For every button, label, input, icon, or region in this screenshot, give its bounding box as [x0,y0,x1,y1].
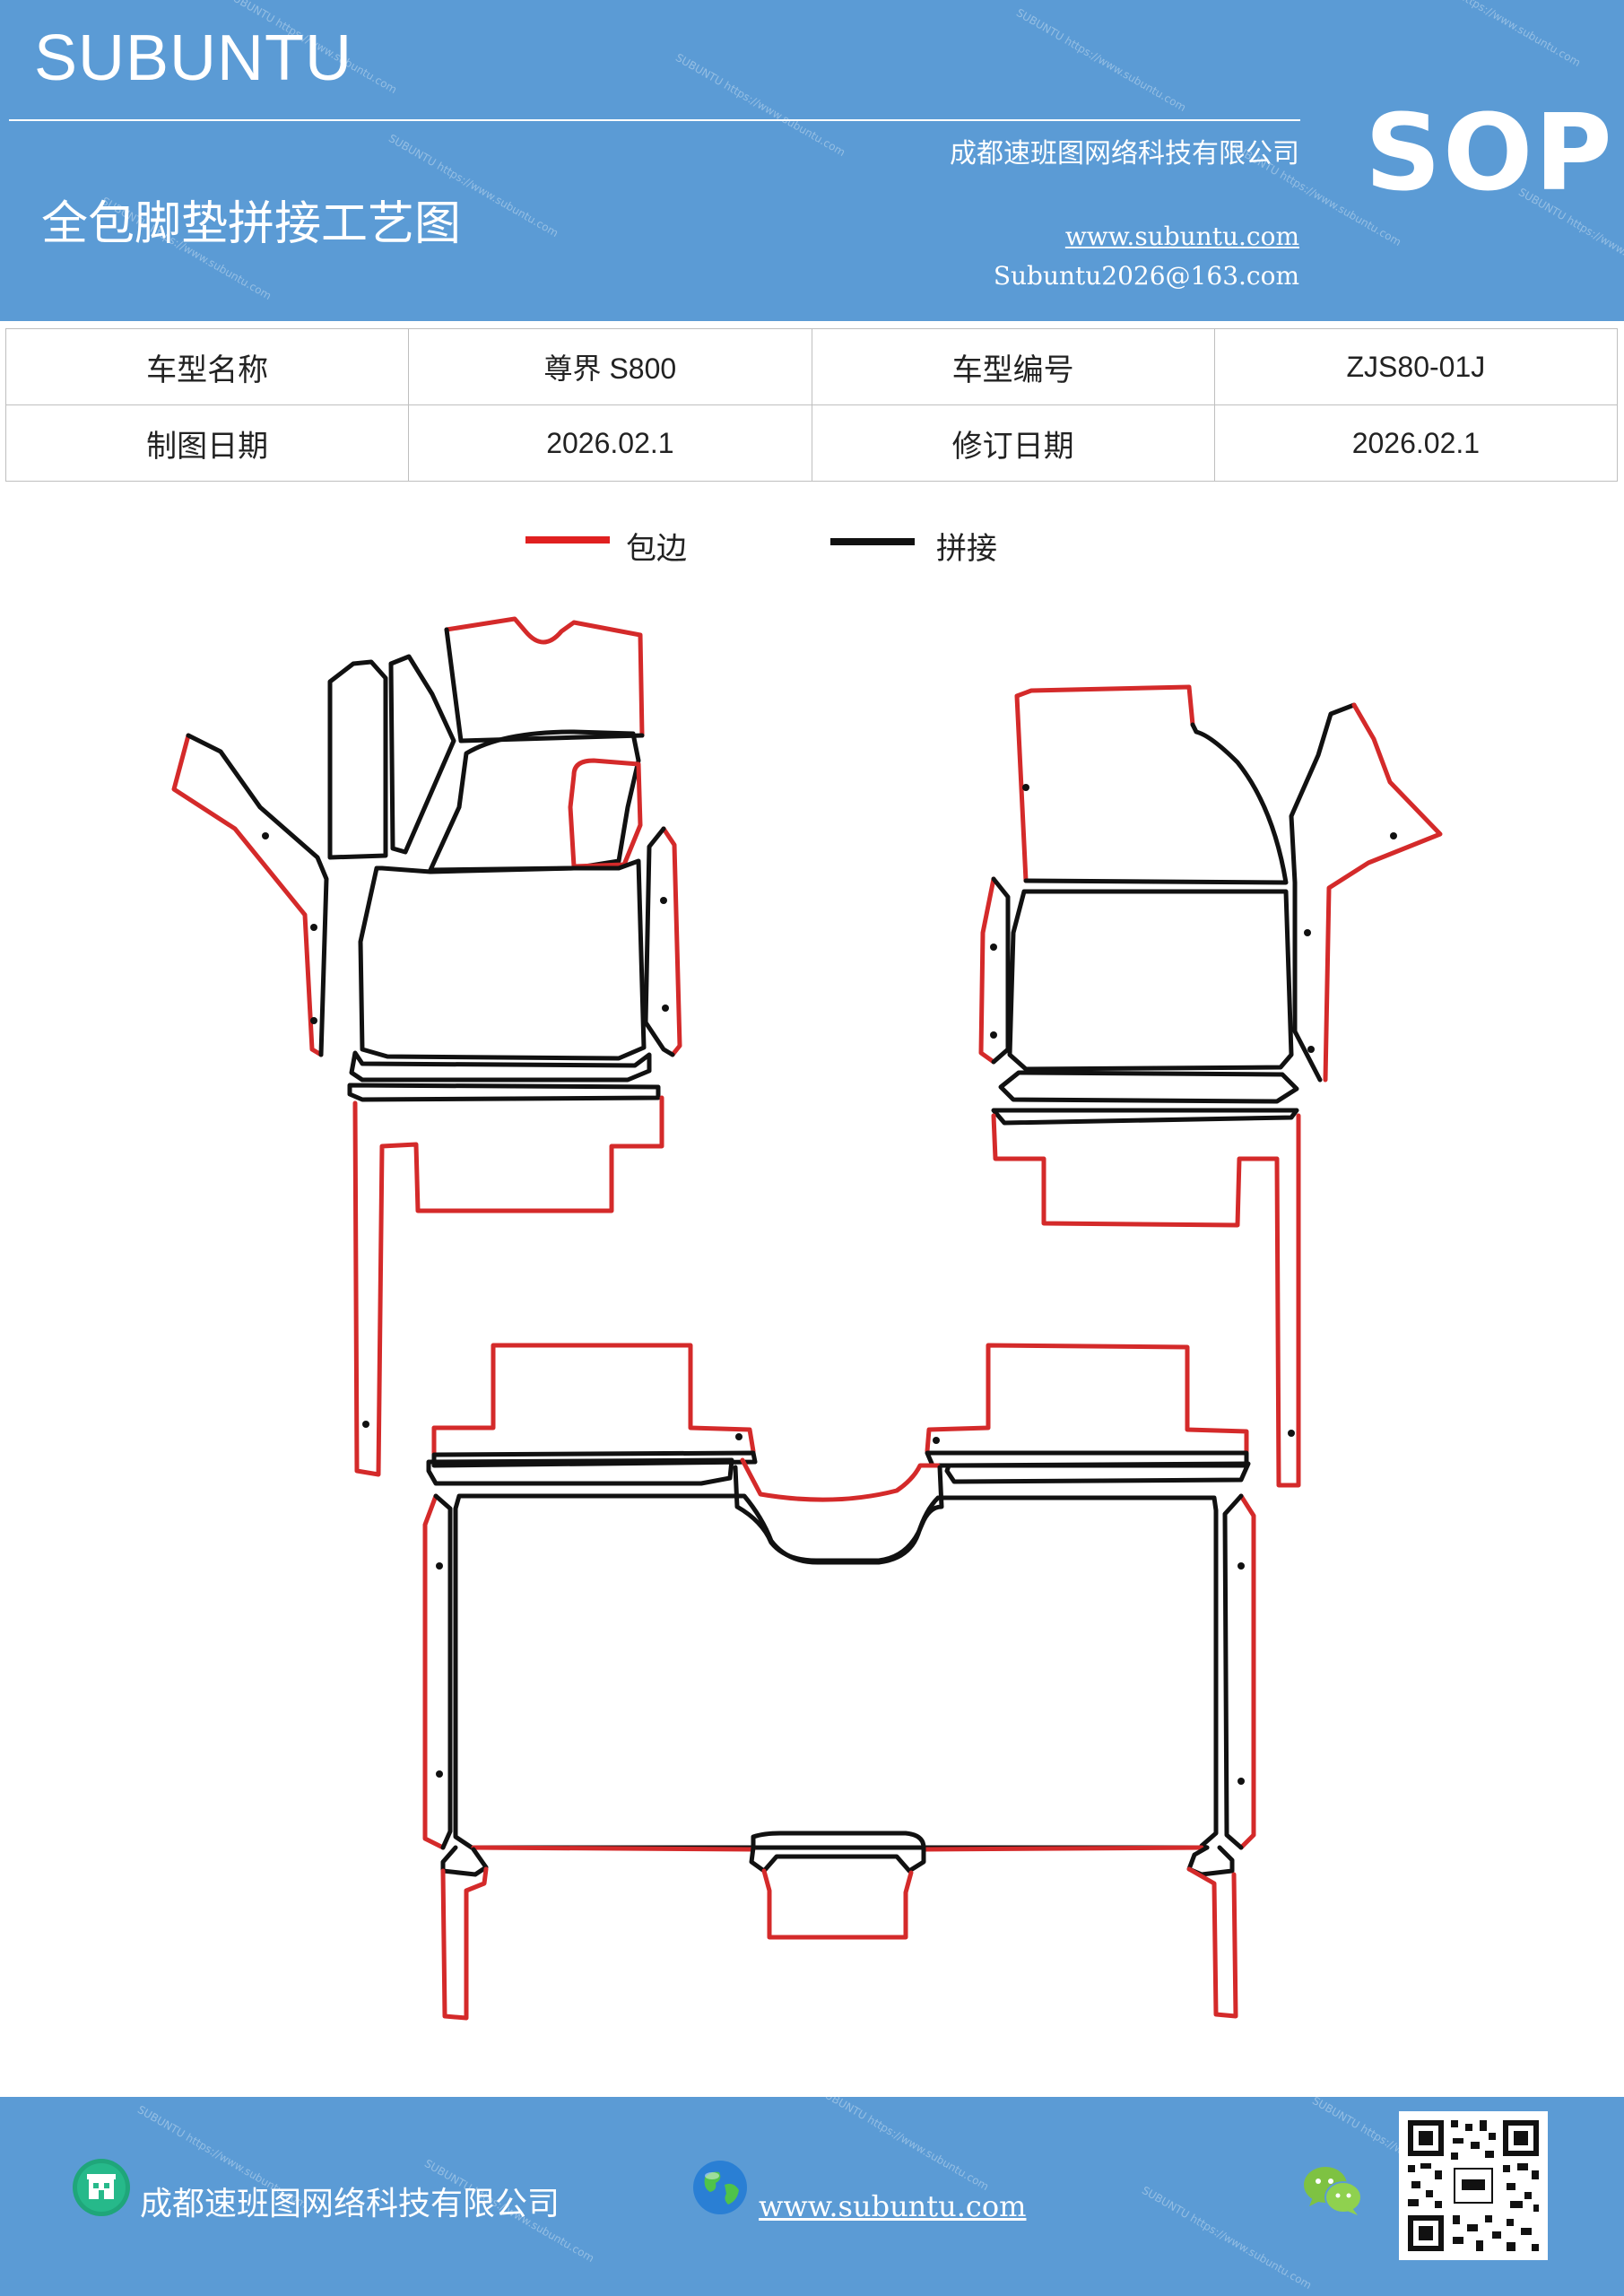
rear-mat [422,1343,1256,2021]
company-icon [72,2158,131,2217]
legend-binding-label: 包边 [626,531,687,567]
company-name: 成都速班图网络科技有限公司 [950,138,1299,170]
sop-label: SOP [1365,91,1614,214]
revision-date-value: 2026.02.1 [1213,404,1619,482]
brand-name: SUBUNTU [34,22,353,94]
table-row: 制图日期 2026.02.1 修订日期 2026.02.1 [4,404,1619,482]
globe-icon [690,2158,750,2217]
website-link[interactable]: www.subuntu.com [1064,222,1299,251]
email-address[interactable]: Subuntu2026@163.com [993,261,1299,291]
footer-banner: SUBUNTU https://www.subuntu.com SUBUNTU … [0,2097,1624,2296]
table-row: 车型名称 尊界 S800 车型编号 ZJS80-01J [4,328,1619,405]
model-name-value: 尊界 S800 [408,328,812,405]
vehicle-info-table: 车型名称 尊界 S800 车型编号 ZJS80-01J 制图日期 2026.02… [4,328,1619,482]
footer-company-name: 成都速班图网络科技有限公司 [140,2186,560,2222]
footer-website-link[interactable]: www.subuntu.com [759,2189,1027,2223]
document-title: 全包脚垫拼接工艺图 [41,197,462,251]
passenger-mat [978,684,1443,1488]
header-divider [9,119,1300,121]
wechat-icon[interactable] [1302,2163,1365,2219]
draw-date-value: 2026.02.1 [408,404,812,482]
header-banner: SUBUNTU https://www.subuntu.com SUBUNTU … [0,0,1624,321]
qr-code [1399,2111,1548,2260]
legend-seam-label: 拼接 [936,531,997,567]
legend-binding-swatch [525,536,610,544]
model-code-value: ZJS80-01J [1213,328,1619,405]
revision-date-label: 修订日期 [811,404,1215,482]
draw-date-label: 制图日期 [4,404,410,482]
model-code-label: 车型编号 [811,328,1215,405]
driver-mat [171,616,682,1477]
model-name-label: 车型名称 [4,328,410,405]
legend-seam-swatch [830,538,915,545]
